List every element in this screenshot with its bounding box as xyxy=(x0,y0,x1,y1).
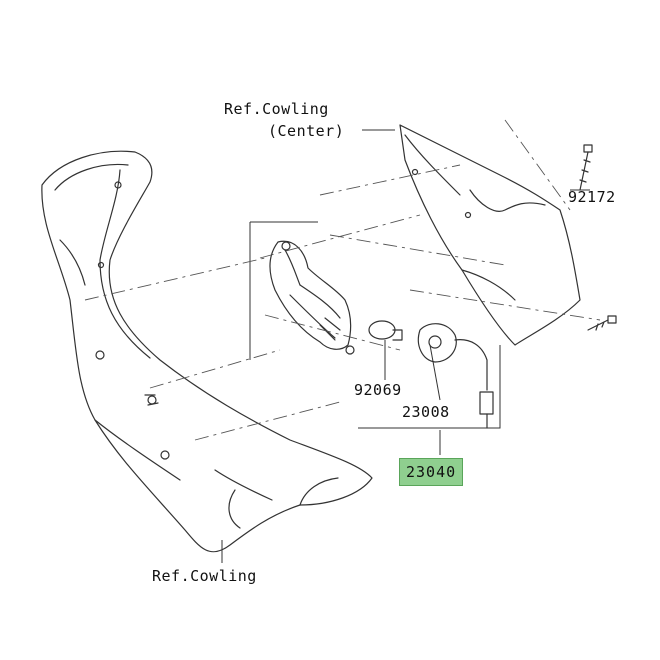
part-number-92069: 92069 xyxy=(354,381,402,399)
ref-cowling-label: Ref.Cowling xyxy=(152,567,257,585)
left-cowling-shape xyxy=(41,150,373,553)
socket-shape xyxy=(417,323,494,429)
leader-23008 xyxy=(429,344,441,401)
part-number-92172: 92172 xyxy=(568,188,616,206)
screw-shapes xyxy=(579,144,617,331)
bulb-shape xyxy=(368,320,403,341)
part-number-23008: 23008 xyxy=(402,403,450,421)
group-box xyxy=(249,221,318,360)
center-cowling-shape xyxy=(399,124,581,346)
ref-cowling-center-label-line1: Ref.Cowling xyxy=(224,100,329,118)
turn-signal-housing-shape xyxy=(269,240,355,355)
part-number-23040-highlighted: 23040 xyxy=(399,458,464,486)
bracket-23040 xyxy=(358,345,501,429)
ref-cowling-center-label-line2: (Center) xyxy=(268,122,345,140)
